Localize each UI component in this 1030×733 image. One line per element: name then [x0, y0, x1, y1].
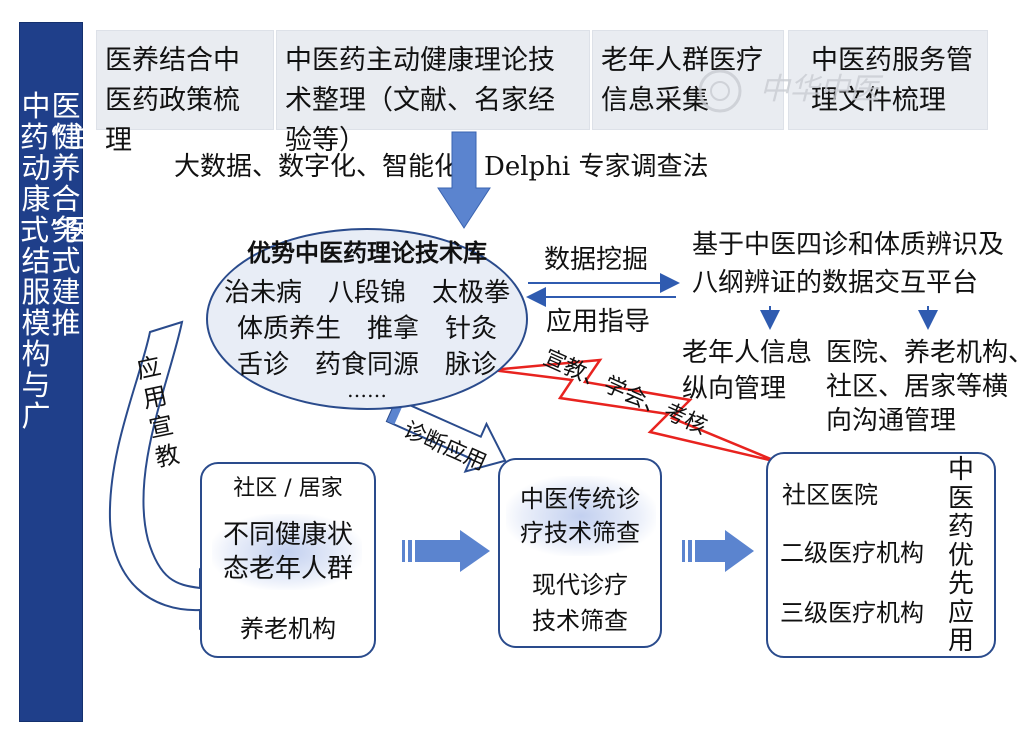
screening-line4: 技术筛查 [532, 607, 628, 635]
hospital-item1: 社区医院 [782, 481, 878, 509]
side-title-banner: 中药“主动康式”医结服模构与广 医健养合务式建推 [19, 22, 93, 722]
side-title-col2: 医健养合务式建推 [51, 89, 81, 340]
theory-library-ellipse: 优势中医药理论技术库 治未病 八段锦 太极拳 体质养生 推拿 针灸 舌诊 药食同… [206, 228, 528, 410]
mining-label: 数据挖掘 [544, 245, 649, 275]
ellipse-row3: 舌诊 药食同源 脉诊 [236, 350, 497, 380]
community-box: 社区 / 居家 不同健康状 态老年人群 养老机构 [200, 462, 376, 658]
hospital-item2: 二级医疗机构 [780, 539, 924, 567]
guidance-label: 应用指导 [546, 307, 651, 337]
top-box-info: 老年人群医疗信息采集 [592, 30, 784, 130]
elderly-mgmt-line2: 纵向管理 [682, 374, 787, 404]
top-box-theory: 中医药主动健康理论技术整理（文献、名家经验等） [276, 30, 590, 156]
ellipse-row2: 体质养生 推拿 针灸 [236, 314, 497, 344]
screening-box: 中医传统诊 疗技术筛查 现代诊疗 技术筛查 [498, 458, 662, 648]
top-box-policy: 医养结合中医药政策梳理 [96, 30, 274, 156]
ellipse-title: 优势中医药理论技术库 [247, 239, 487, 267]
striped-arrow-2 [682, 530, 754, 572]
hospital-item3: 三级医疗机构 [780, 599, 924, 627]
community-line1: 不同健康状 [222, 520, 353, 550]
institutions-line1: 医院、养老机构、 [826, 338, 1030, 368]
platform-line2: 八纲辨证的数据交互平台 [692, 268, 979, 298]
ellipse-more: …… [347, 378, 387, 402]
ellipse-row1: 治未病 八段锦 太极拳 [223, 278, 510, 308]
institutions-line3: 向沟通管理 [826, 406, 957, 436]
community-footer: 养老机构 [240, 615, 336, 643]
watermark-seal: 中华中医 [690, 64, 880, 115]
screening-glow [506, 476, 656, 556]
striped-arrow-1 [402, 530, 490, 572]
hospital-vertical-label: 中医药优先应用 [947, 455, 974, 656]
seal-icon [698, 69, 742, 113]
watermark-text: 中华中医 [759, 72, 880, 107]
community-title: 社区 / 居家 [233, 476, 343, 501]
screening-line3: 现代诊疗 [532, 571, 628, 599]
method-bigdata: 大数据、数字化、智能化 [174, 152, 461, 182]
top-box-management: 中医药服务管理文件梳理 [788, 30, 988, 130]
community-glow [212, 514, 362, 590]
screening-line1: 中医传统诊 [520, 485, 640, 513]
method-delphi: Delphi 专家调查法 [484, 152, 709, 182]
elderly-mgmt-line1: 老年人信息 [682, 338, 813, 368]
platform-line1: 基于中医四诊和体质辨识及 [692, 230, 1005, 260]
institutions-line2: 社区、居家等横 [826, 372, 1009, 402]
down-arrow-big [437, 131, 491, 229]
screening-line2: 疗技术筛查 [520, 519, 640, 547]
community-line2: 态老年人群 [222, 554, 353, 584]
hospitals-box: 社区医院 二级医疗机构 三级医疗机构 中医药优先应用 [766, 452, 996, 658]
